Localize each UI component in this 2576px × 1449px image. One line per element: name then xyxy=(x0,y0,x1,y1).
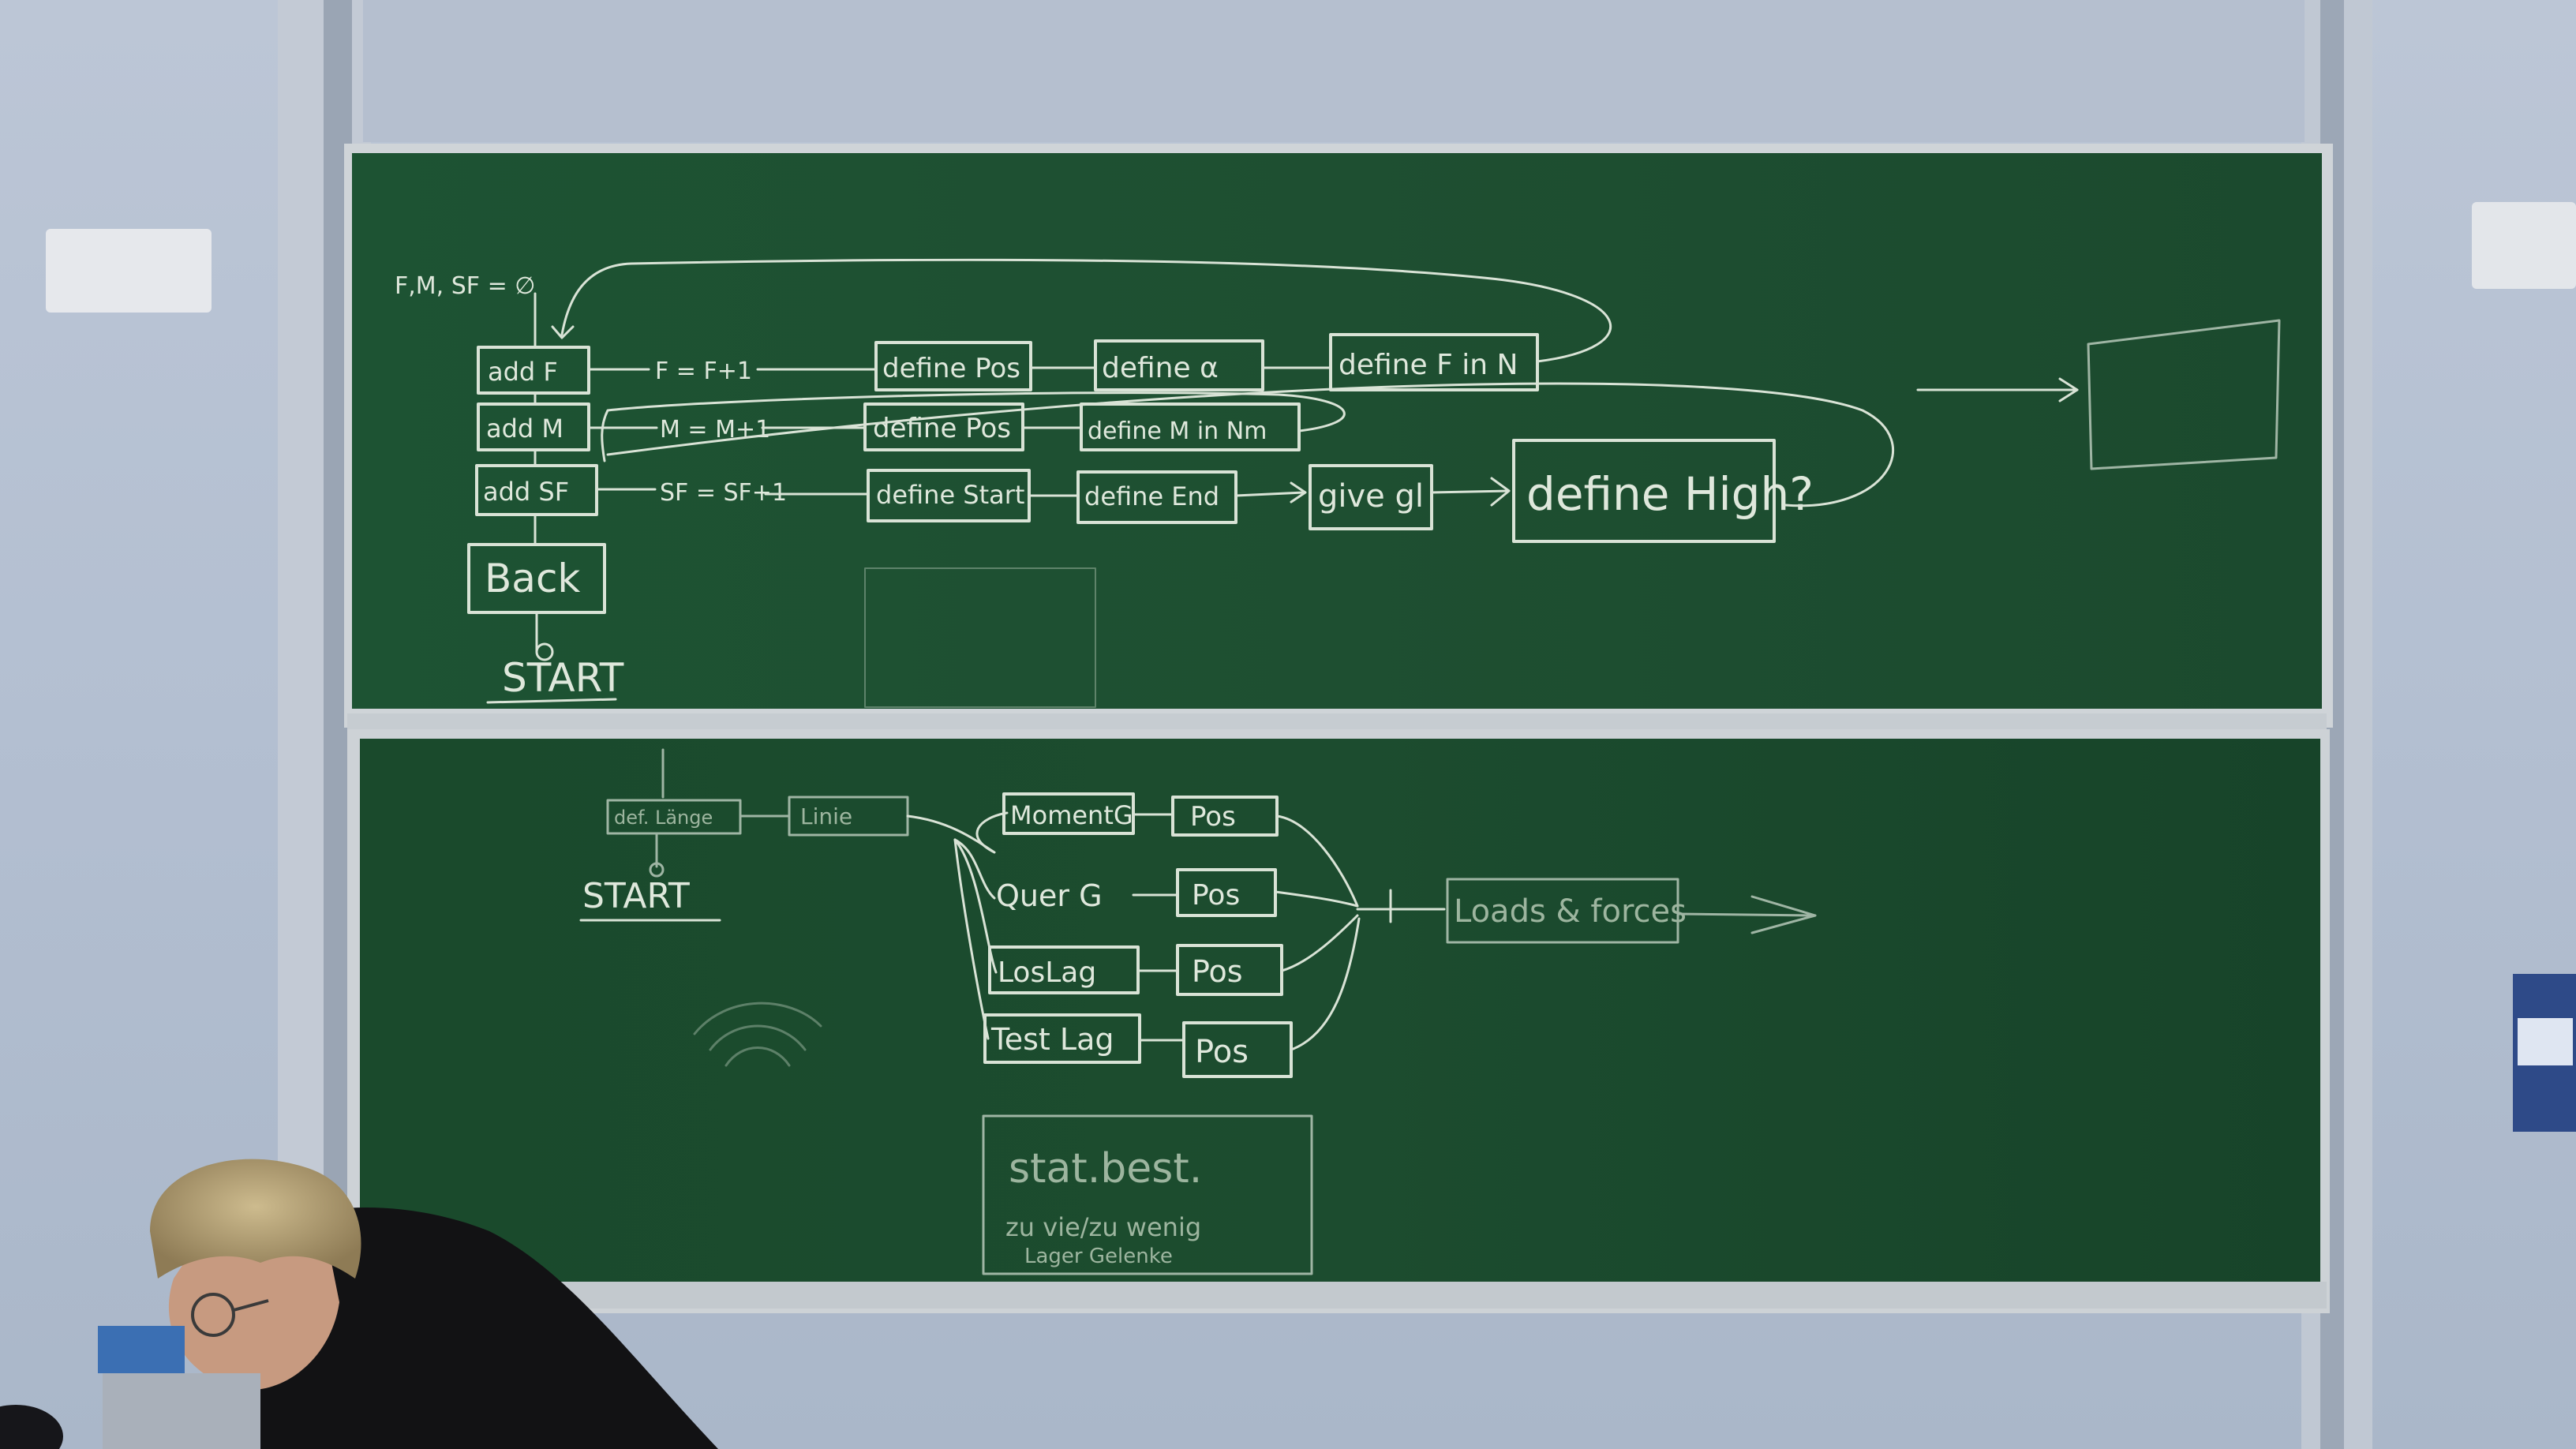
start-label-top: START xyxy=(502,655,624,701)
f-inc-label: F = F+1 xyxy=(655,358,752,385)
bottom-board-diagram: def. Länge Linie START MomentG Pos Quer … xyxy=(579,748,1817,1275)
define-high-label: define High? xyxy=(1526,467,1814,521)
left-speaker xyxy=(46,229,212,313)
define-high-box xyxy=(1512,439,1776,543)
pos-label-3: Pos xyxy=(1192,954,1243,989)
define-end-box xyxy=(1076,470,1237,524)
linie-label: Linie xyxy=(800,803,852,829)
board-top xyxy=(352,153,2322,709)
add-f-label: add F xyxy=(488,357,558,387)
top-board-diagram: F,M, SF = ∅ add F add M add SF Back STAR… xyxy=(395,258,2281,708)
testlag-box xyxy=(983,1013,1141,1064)
cup-object xyxy=(98,1326,185,1373)
loslag-label: LosLag xyxy=(998,957,1096,989)
back-label: Back xyxy=(485,556,580,601)
give-gl-box xyxy=(1309,464,1433,530)
poster-image xyxy=(2518,1018,2573,1065)
right-speaker xyxy=(2472,202,2576,289)
basket-object xyxy=(103,1373,260,1449)
define-length-label: def. Länge xyxy=(614,807,713,829)
define-alpha-label: define α xyxy=(1102,352,1219,384)
define-m-in-nm-box xyxy=(1080,402,1301,451)
upper-wall xyxy=(363,0,2305,142)
quer-label: Quer G xyxy=(996,878,1103,913)
give-gl-label: give gl xyxy=(1318,478,1424,515)
pos-label-2: Pos xyxy=(1192,879,1240,912)
moment-label: MomentG xyxy=(1010,800,1133,830)
loads-forces-box xyxy=(1446,878,1679,944)
define-pos-f-box xyxy=(874,341,1032,391)
board-bottom-ledge xyxy=(357,1282,2327,1309)
zu-wenig-line-1: zu vie/zu wenig xyxy=(1005,1212,1201,1242)
person xyxy=(150,1159,718,1449)
stat-best-label: stat.best. xyxy=(1009,1145,1202,1193)
testlag-label: Test Lag xyxy=(990,1022,1114,1057)
define-end-label: define End xyxy=(1084,481,1219,511)
define-alpha-box xyxy=(1094,339,1264,391)
glasses-icon xyxy=(191,1293,235,1337)
board-bottom xyxy=(360,739,2320,1285)
pos-label-4: Pos xyxy=(1195,1034,1249,1070)
m-inc-label: M = M+1 xyxy=(660,416,770,444)
loads-forces-label: Loads & forces xyxy=(1454,893,1687,930)
header-label: F,M, SF = ∅ xyxy=(395,272,535,300)
add-sf-label: add SF xyxy=(483,477,569,507)
define-f-in-n-label: define F in N xyxy=(1339,349,1518,381)
start-label-bottom: START xyxy=(582,876,690,916)
pos-label-1: Pos xyxy=(1190,801,1236,833)
dark-object xyxy=(0,1405,63,1449)
add-m-label: add M xyxy=(486,414,564,444)
define-m-in-nm-label: define M in Nm xyxy=(1088,417,1267,445)
define-start-label: define Start xyxy=(876,480,1024,510)
zu-wenig-line-2: Lager Gelenke xyxy=(1024,1245,1173,1268)
define-pos-f-label: define Pos xyxy=(882,353,1020,384)
hair xyxy=(150,1159,361,1279)
stat-best-box xyxy=(982,1114,1313,1275)
